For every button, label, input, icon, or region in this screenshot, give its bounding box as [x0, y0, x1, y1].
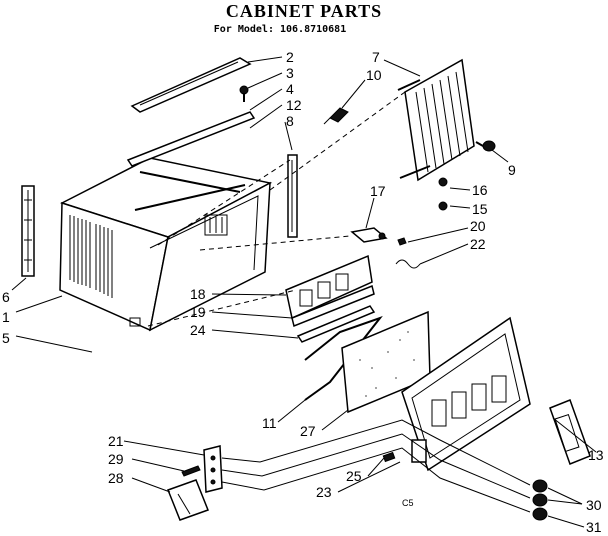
callout-12: 12 — [286, 97, 302, 113]
wire-runs — [221, 419, 531, 513]
part-17-blower-housing — [285, 254, 373, 320]
part-15-washer — [438, 201, 448, 211]
part-16-screw — [438, 177, 448, 187]
part-2-top-rail — [130, 57, 252, 113]
callout-31: 31 — [586, 519, 602, 535]
callout-21: 21 — [108, 433, 124, 449]
callout-11: 11 — [262, 415, 277, 431]
part-21-bracket-plate — [203, 445, 223, 493]
callout-2: 2 — [286, 49, 294, 65]
front-grille-assembly — [401, 316, 531, 472]
callout-3: 3 — [286, 65, 294, 81]
part-20-clip — [397, 237, 407, 246]
cabinet-shell — [59, 157, 273, 332]
callout-25: 25 — [346, 468, 362, 484]
callout-20: 20 — [470, 218, 486, 234]
page-title: CABINET PARTS — [225, 1, 383, 21]
callout-1: 1 — [2, 309, 10, 325]
callout-22: 22 — [470, 236, 486, 252]
callout-10: 10 — [366, 67, 382, 83]
callout-13: 13 — [588, 447, 604, 463]
callout-17: 18 — [190, 286, 206, 302]
callout-5: 5 — [2, 330, 10, 346]
callout-28: 28 — [108, 470, 124, 486]
callout-29: 29 — [108, 451, 124, 467]
part-4-12-angle-bar — [126, 111, 256, 167]
callout-24: 24 — [190, 322, 206, 338]
callout-19: 17 — [370, 183, 386, 199]
part-24-strip — [296, 305, 376, 343]
callout-27: 27 — [300, 423, 316, 439]
part-29-screw — [181, 465, 201, 477]
part-3-screw — [239, 85, 249, 102]
part-10-clip — [323, 107, 349, 125]
callout-7: 7 — [372, 49, 380, 65]
part-31-knob — [532, 507, 548, 521]
callout-18: 19 — [190, 304, 206, 320]
callout-6: 6 — [2, 289, 10, 305]
part-22-spring-clip — [395, 259, 421, 269]
model-subtitle: For Model: 106.8710681 — [213, 24, 347, 35]
callout-8: 8 — [286, 113, 294, 129]
part-6-side-strip — [21, 185, 35, 277]
callout-4: 4 — [286, 81, 294, 97]
alignment-lines — [147, 91, 406, 327]
callout-9: 9 — [508, 162, 516, 178]
part-18-baffle — [291, 284, 375, 328]
part-9-screw — [475, 140, 496, 152]
callout-16: 16 — [472, 182, 488, 198]
part-8-vertical-bracket — [287, 154, 298, 238]
callout-15: 15 — [472, 201, 488, 217]
part-25-clip — [382, 451, 396, 463]
part-19-bracket — [350, 227, 388, 243]
callout-labels: 2 3 4 12 8 7 10 9 16 15 17 20 22 18 19 2… — [2, 49, 604, 535]
leader-lines — [11, 56, 597, 528]
part-30-knobs — [532, 479, 548, 507]
callout-23: 23 — [316, 484, 332, 500]
footer-code: C5 — [402, 498, 414, 508]
part-7-rear-grille — [397, 58, 475, 182]
callout-30: 30 — [586, 497, 602, 513]
part-11-support-frame — [304, 315, 383, 401]
part-28-bracket — [167, 479, 209, 521]
